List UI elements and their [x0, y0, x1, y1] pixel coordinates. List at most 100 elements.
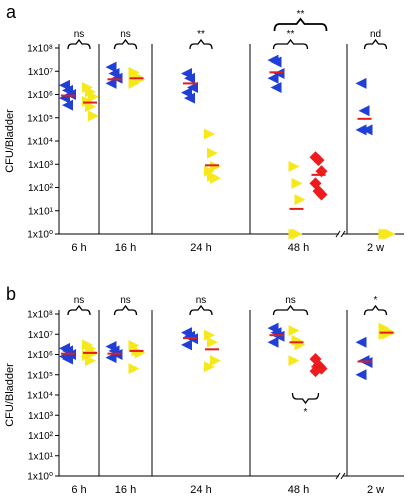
x-tick-label: 6 h — [71, 242, 86, 254]
y-tick-label: 1x10³ — [28, 160, 54, 171]
significance-bracket — [67, 38, 91, 50]
data-point — [210, 172, 221, 184]
significance-label: * — [374, 295, 378, 306]
significance-bracket — [363, 38, 388, 50]
series-blue — [59, 79, 76, 111]
data-point — [288, 325, 300, 337]
data-point — [204, 361, 215, 373]
series-yellow — [128, 339, 146, 375]
y-tick-label: 1x10⁰ — [27, 472, 53, 483]
significance-label: ns — [74, 295, 85, 306]
data-point — [85, 342, 96, 354]
axis-break-mark — [335, 472, 341, 480]
significance-bracket — [189, 38, 213, 50]
data-point — [361, 124, 373, 136]
y-tick-label: 1x10³ — [28, 411, 54, 422]
y-axis-label: CFU/Bladder — [4, 109, 16, 173]
y-tick-label: 1x10⁵ — [27, 370, 53, 381]
series-yellow — [204, 128, 221, 184]
data-point — [355, 369, 367, 381]
data-point — [309, 365, 322, 378]
significance-bracket — [272, 304, 309, 316]
panel-b: b 1x10⁰ 1x10¹ 1x10² 1x10³ 1x10⁴ 1x10⁵ 1x10⁶ 1x10… — [4, 284, 404, 496]
axis-break-mark — [340, 472, 346, 480]
data-point — [355, 124, 367, 136]
x-tick-label: 24 h — [190, 484, 211, 496]
data-point — [355, 336, 367, 348]
data-point — [85, 86, 96, 98]
series-blue — [267, 322, 285, 348]
series-yellow — [378, 228, 396, 240]
data-point — [270, 56, 282, 68]
data-point — [267, 72, 279, 84]
series-blue — [59, 342, 76, 365]
group-48h: 48 hns* — [267, 295, 328, 496]
y-tick-label: 1x10² — [28, 431, 54, 442]
data-point — [210, 161, 221, 173]
significance-label: nd — [370, 29, 381, 40]
data-point — [381, 228, 393, 240]
data-point — [111, 72, 123, 84]
series-blue — [355, 336, 373, 381]
data-point — [128, 363, 140, 375]
y-tick-label: 1x10¹ — [28, 451, 54, 462]
data-point — [128, 77, 140, 89]
significance-label: ns — [196, 295, 207, 306]
x-tick-label: 48 h — [288, 484, 309, 496]
x-tick-label: 16 h — [115, 484, 136, 496]
significance-label: ns — [285, 295, 296, 306]
group-24h: 24 h ns — [181, 295, 221, 496]
significance-label: ** — [197, 29, 205, 40]
data-point — [187, 82, 198, 94]
series-yellow — [204, 329, 221, 373]
x-tick-label: 2 w — [367, 242, 384, 254]
group-2w: 2 w nd — [355, 29, 396, 254]
y-tick-label: 1x10⁸ — [27, 310, 53, 321]
data-point — [85, 355, 96, 367]
data-point — [134, 73, 146, 85]
series-blue — [105, 340, 123, 364]
group-16h: 16 hns — [105, 295, 146, 496]
series-yellow — [378, 322, 396, 340]
panel-label: b — [6, 284, 16, 304]
x-tick-label: 24 h — [190, 242, 211, 254]
data-point — [85, 101, 96, 113]
x-tick-label: 6 h — [71, 484, 86, 496]
y-tick-label: 1x10² — [28, 183, 54, 194]
data-point — [204, 329, 215, 341]
series-red — [309, 352, 328, 378]
y-tick-label: 1x10⁴ — [27, 391, 53, 402]
group-2w: 2 w* — [355, 295, 396, 496]
y-axis-label: CFU/Bladder — [4, 363, 16, 427]
data-point — [273, 330, 285, 342]
data-point — [128, 339, 140, 351]
data-point — [312, 154, 325, 167]
data-point — [207, 147, 218, 159]
data-point — [204, 128, 215, 140]
data-point — [184, 92, 195, 104]
y-tick-label: 1x10⁸ — [27, 44, 53, 55]
significance-bracket — [363, 304, 388, 316]
series-red — [309, 151, 328, 201]
data-point — [355, 77, 367, 89]
group-significance-bracket — [273, 17, 328, 32]
y-tick-label: 1x10⁵ — [27, 113, 53, 124]
series-yellow — [288, 161, 306, 240]
series-yellow — [128, 66, 146, 89]
data-point — [105, 352, 117, 364]
significance-label: ns — [120, 29, 131, 40]
group-16h: 16 hns — [105, 29, 146, 254]
significance-label: ** — [287, 29, 295, 40]
data-point — [181, 87, 192, 99]
data-point — [294, 194, 306, 206]
significance-bracket — [113, 38, 138, 50]
data-point — [88, 91, 99, 103]
data-point — [204, 165, 215, 177]
axis-break-mark — [335, 230, 341, 238]
data-point — [288, 355, 300, 367]
panel-a: a1x10⁰1x10¹1x10²1x10³1x10⁴1x10⁵1x10⁶1x10… — [4, 2, 404, 254]
data-point — [291, 177, 303, 189]
data-point — [381, 328, 393, 340]
y-tick-label: 1x10⁶ — [27, 350, 53, 361]
data-point — [270, 82, 282, 94]
